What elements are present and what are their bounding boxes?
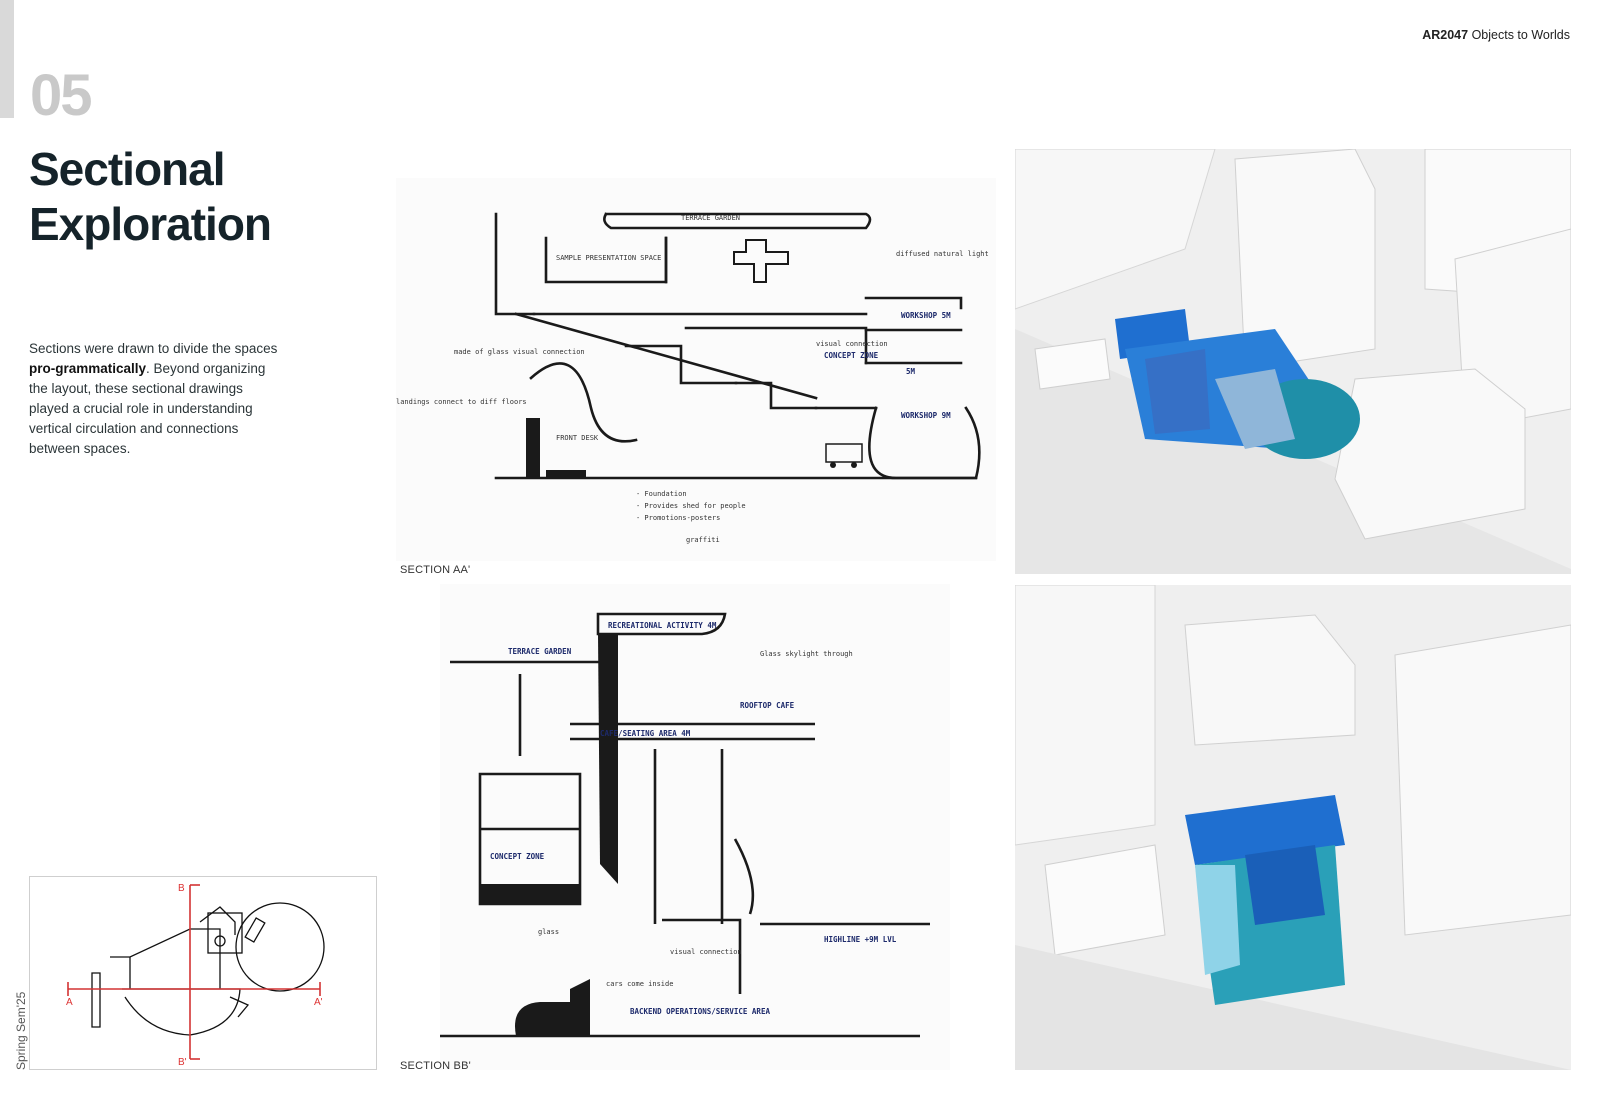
aa-label-10: made of glass visual connection — [454, 348, 585, 356]
accent-bar — [0, 0, 14, 118]
page-title: Sectional Exploration — [29, 142, 272, 252]
mark-b-prime: B' — [178, 1057, 187, 1068]
section-bb-sketch: RECREATIONAL ACTIVITY 4M TERRACE GARDEN … — [440, 584, 950, 1070]
aa-label-12: - Foundation — [636, 490, 687, 498]
bb-label-11: BACKEND OPERATIONS/SERVICE AREA — [630, 1007, 770, 1016]
aa-label-15: graffiti — [686, 536, 720, 544]
aa-label-8: diffused natural light — [896, 250, 989, 258]
aa-label-11: visual connection — [816, 340, 888, 348]
massing-render-2 — [1015, 585, 1571, 1070]
mark-a-prime: A' — [314, 997, 323, 1008]
key-plan: A A' B B' — [29, 876, 377, 1070]
bb-label-4: CAFE/SEATING AREA 4M — [600, 729, 691, 738]
massing-render-2-drawing — [1015, 585, 1571, 1070]
bb-label-6: CONCEPT ZONE — [490, 852, 545, 861]
section-bb-drawing: RECREATIONAL ACTIVITY 4M TERRACE GARDEN … — [440, 612, 930, 1038]
title-line-1: Sectional — [29, 143, 226, 195]
aa-label-6: WORKSHOP 9M — [901, 411, 951, 420]
bb-label-2: TERRACE GARDEN — [508, 647, 572, 656]
mark-a: A — [66, 997, 73, 1008]
aa-label-4: CONCEPT ZONE — [824, 351, 879, 360]
description-bold: pro-grammatically — [29, 361, 147, 376]
aa-label-2: SAMPLE PRESENTATION SPACE — [556, 254, 661, 262]
section-aa-sketch: TERRACE GARDEN SAMPLE PRESENTATION SPACE… — [396, 178, 996, 561]
course-header: AR2047 Objects to Worlds — [1422, 28, 1570, 42]
description-text-1: Sections were drawn to divide the spaces — [29, 341, 278, 356]
semester-label: Spring Sem'25 — [14, 991, 28, 1070]
bb-label-9: HIGHLINE +9M LVL — [824, 935, 897, 944]
aa-label-14: - Promotions-posters — [636, 514, 720, 522]
mark-b: B — [178, 883, 185, 894]
bb-label-8: visual connection — [670, 948, 742, 956]
section-aa-caption: SECTION AA' — [400, 564, 471, 576]
massing-render-1-drawing — [1015, 149, 1571, 574]
description-text-2: . Beyond organizing the layout, these se… — [29, 361, 266, 456]
massing-render-1 — [1015, 149, 1571, 574]
key-plan-drawing: A A' B B' — [66, 883, 325, 1068]
description: Sections were drawn to divide the spaces… — [29, 339, 279, 459]
bb-label-5: Glass skylight through — [760, 650, 853, 658]
aa-label-5: 5M — [906, 367, 916, 376]
bb-label-10: cars come inside — [606, 980, 673, 988]
aa-label-9: landings connect to diff floors — [396, 398, 527, 406]
aa-label-13: - Provides shed for people — [636, 502, 746, 510]
aa-label-7: FRONT DESK — [556, 434, 599, 442]
bb-label-1: RECREATIONAL ACTIVITY 4M — [608, 621, 717, 630]
bb-label-3: ROOFTOP CAFE — [740, 701, 795, 710]
bb-label-7: glass — [538, 928, 559, 936]
aa-label-1: TERRACE GARDEN — [681, 214, 740, 222]
course-code: AR2047 — [1422, 28, 1469, 42]
section-bb-caption: SECTION BB' — [400, 1060, 471, 1072]
section-aa-drawing: TERRACE GARDEN SAMPLE PRESENTATION SPACE… — [396, 212, 989, 544]
aa-label-3: WORKSHOP 5M — [901, 311, 951, 320]
course-name: Objects to Worlds — [1471, 28, 1570, 42]
section-number: 05 — [30, 63, 92, 128]
title-line-2: Exploration — [29, 198, 272, 250]
